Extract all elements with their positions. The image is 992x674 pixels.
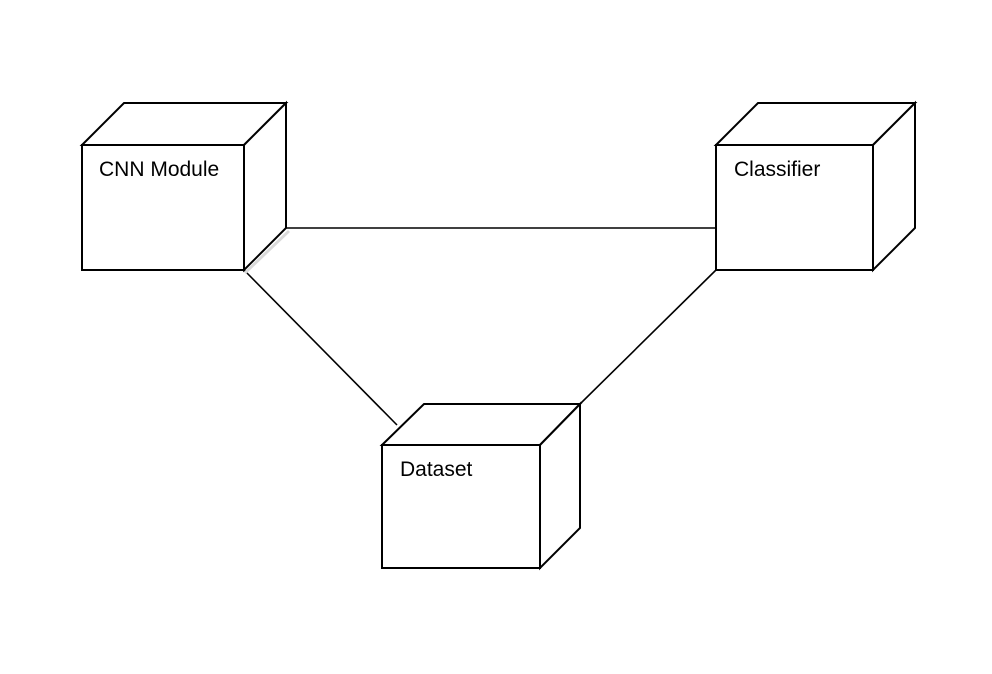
edge-classifier-dataset (579, 269, 717, 405)
edge-cnn-dataset (243, 269, 398, 426)
cube-front-face (715, 144, 874, 271)
cube-front-face (381, 444, 541, 569)
node-dataset[interactable]: Dataset (379, 401, 583, 571)
node-label-cnn-module: CNN Module (99, 158, 219, 181)
node-classifier[interactable]: Classifier (713, 100, 918, 273)
node-label-dataset: Dataset (400, 458, 473, 481)
node-label-classifier: Classifier (734, 158, 820, 181)
node-cnn-module[interactable]: CNN Module (79, 100, 290, 274)
cube-front-face (81, 144, 245, 271)
